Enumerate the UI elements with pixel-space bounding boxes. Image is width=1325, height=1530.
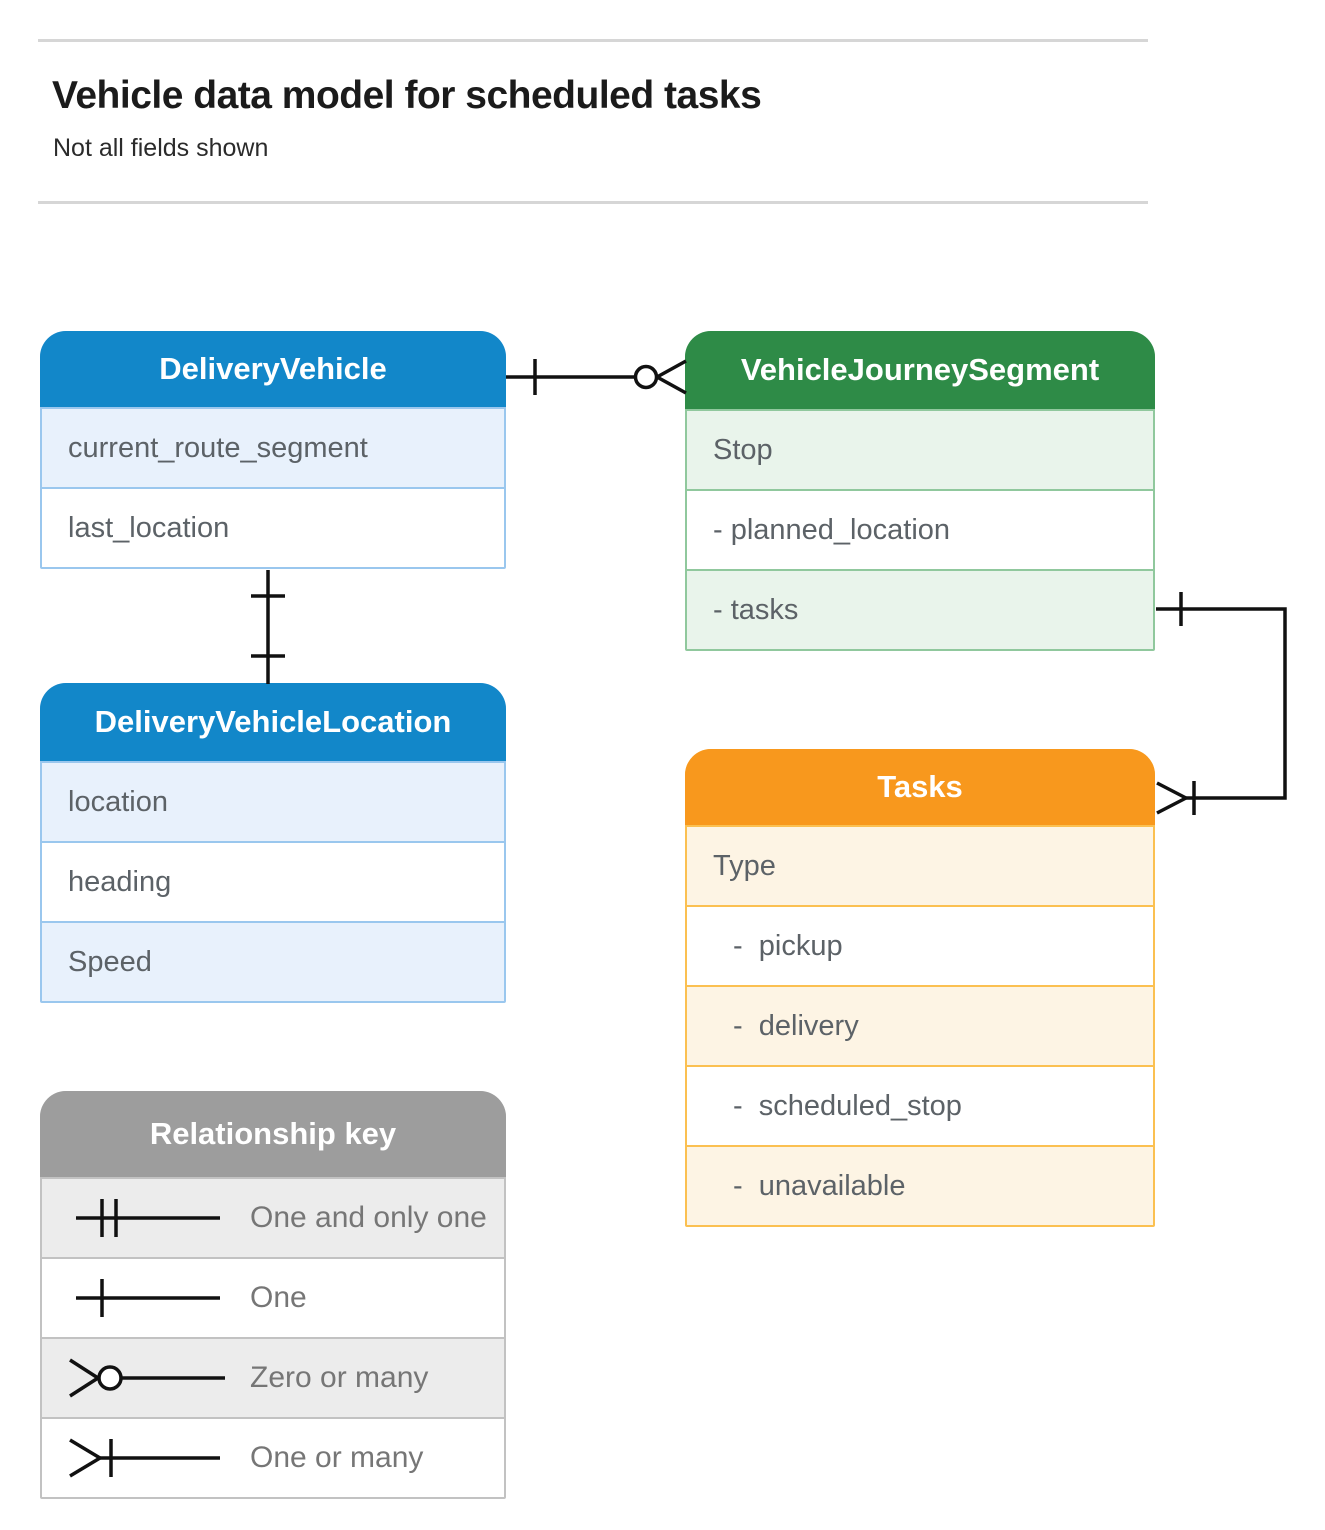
one-and-only-one-icon [76,1199,220,1237]
connector-deliveryvehicle-to-deliveryvehiclelocation [251,570,285,684]
crow-foot-prong [656,375,687,395]
field-planned-location: - planned_location [687,489,1153,569]
connector-deliveryvehicle-to-vehiclejourneysegment [506,359,687,395]
legend-label: One or many [250,1441,424,1474]
legend-item-zero-or-many: Zero or many [42,1337,504,1417]
legend-label: One and only one [250,1201,487,1234]
page-subtitle: Not all fields shown [53,134,269,162]
page-title: Vehicle data model for scheduled tasks [52,74,762,117]
entity-delivery-vehicle-location: DeliveryVehicleLocation location heading… [40,683,506,1003]
entity-delivery-vehicle: DeliveryVehicle current_route_segment la… [40,331,506,569]
entity-header-delivery-vehicle-location: DeliveryVehicleLocation [40,683,506,761]
entity-header-tasks: Tasks [685,749,1155,825]
crow-foot-prong [656,359,687,379]
entity-header-vehicle-journey-segment: VehicleJourneySegment [685,331,1155,409]
field-location: location [42,761,504,841]
legend-item-one-or-many: One or many [42,1417,504,1497]
field-type: Type [687,825,1153,905]
field-pickup: - pickup [687,905,1153,985]
relationship-key: Relationship key One and only one One [40,1091,506,1499]
crow-foot-prong [1156,796,1187,815]
field-stop: Stop [687,409,1153,489]
top-divider [38,39,1148,42]
zero-marker [633,364,659,390]
crow-foot-prong [1156,781,1187,800]
field-scheduled-stop: - scheduled_stop [687,1065,1153,1145]
legend-item-one: One [42,1257,504,1337]
entity-header-delivery-vehicle: DeliveryVehicle [40,331,506,407]
zero-or-many-icon [69,1358,225,1398]
legend-label: One [250,1281,307,1314]
entity-tasks: Tasks Type - pickup - delivery - schedul… [685,749,1155,1227]
connector-tasks-field-to-tasks-entity [1156,592,1287,815]
entity-vehicle-journey-segment: VehicleJourneySegment Stop - planned_loc… [685,331,1155,651]
field-last-location: last_location [42,487,504,567]
legend-label: Zero or many [250,1361,429,1394]
relationship-key-title: Relationship key [40,1091,506,1177]
field-unavailable: - unavailable [687,1145,1153,1225]
legend-item-one-and-only-one: One and only one [42,1177,504,1257]
field-delivery: - delivery [687,985,1153,1065]
one-icon [76,1279,220,1317]
field-tasks: - tasks [687,569,1153,649]
field-heading: heading [42,841,504,921]
one-or-many-icon [69,1438,220,1478]
field-current-route-segment: current_route_segment [42,407,504,487]
header-divider [38,201,1148,204]
field-speed: Speed [42,921,504,1001]
